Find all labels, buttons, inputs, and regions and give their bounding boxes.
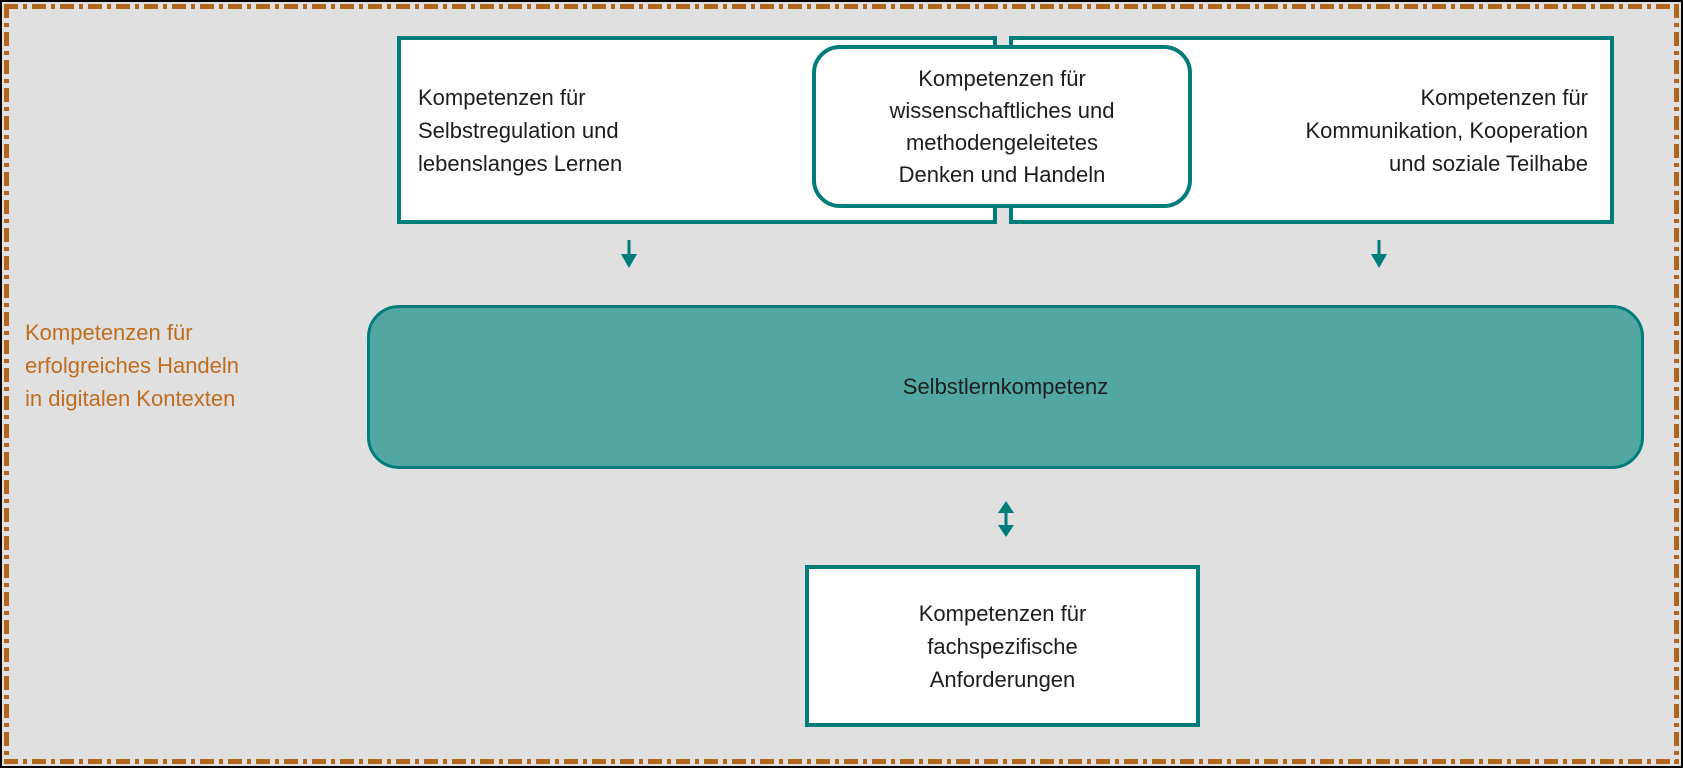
double-vertical-arrow-icon — [998, 501, 1014, 537]
dashed-frame-bottom — [4, 759, 1679, 764]
dashed-frame-top — [4, 4, 1679, 9]
box-wissenschaftliches-denken: Kompetenzen für wissenschaftliches und m… — [812, 45, 1192, 208]
box-kommunikation-line: und soziale Teilhabe — [1389, 150, 1588, 176]
box-kommunikation-line: Kommunikation, Kooperation — [1305, 117, 1589, 143]
box-fachspezifisch-line: Kompetenzen für — [918, 600, 1087, 626]
side-label-line: in digitalen Kontexten — [25, 386, 236, 411]
box-fachspezifische-anforderungen: Kompetenzen für fachspezifische Anforder… — [805, 565, 1200, 727]
side-label-line: Kompetenzen für — [25, 320, 193, 345]
side-label-digital-contexts: Kompetenzen für erfolgreiches Handeln in… — [25, 316, 239, 415]
selbstlernkompetenz-label: Selbstlernkompetenz — [902, 374, 1109, 399]
box-kommunikation-line: Kompetenzen für — [1420, 84, 1588, 110]
box-wissenschaftliches-line: wissenschaftliches und — [889, 97, 1115, 123]
box-selbstlernkompetenz: Selbstlernkompetenz — [367, 305, 1644, 469]
box-selbstregulation-line: lebenslanges Lernen — [418, 150, 623, 176]
box-wissenschaftliches-line: Kompetenzen für — [918, 65, 1086, 91]
side-label-line: erfolgreiches Handeln — [25, 353, 240, 378]
box-selbstregulation-line: Selbstregulation und — [418, 117, 619, 143]
box-wissenschaftliches-line: methodengeleitetes — [905, 129, 1099, 155]
dashed-frame-left — [4, 4, 9, 764]
dashed-frame-right — [1674, 4, 1679, 764]
box-fachspezifisch-line: Anforderungen — [929, 666, 1076, 692]
box-selbstregulation-line: Kompetenzen für — [418, 84, 586, 110]
box-wissenschaftliches-line: Denken und Handeln — [898, 161, 1106, 187]
down-arrow-icon — [621, 240, 637, 268]
box-fachspezifisch-line: fachspezifische — [927, 633, 1078, 659]
down-arrow-icon — [1371, 240, 1387, 268]
